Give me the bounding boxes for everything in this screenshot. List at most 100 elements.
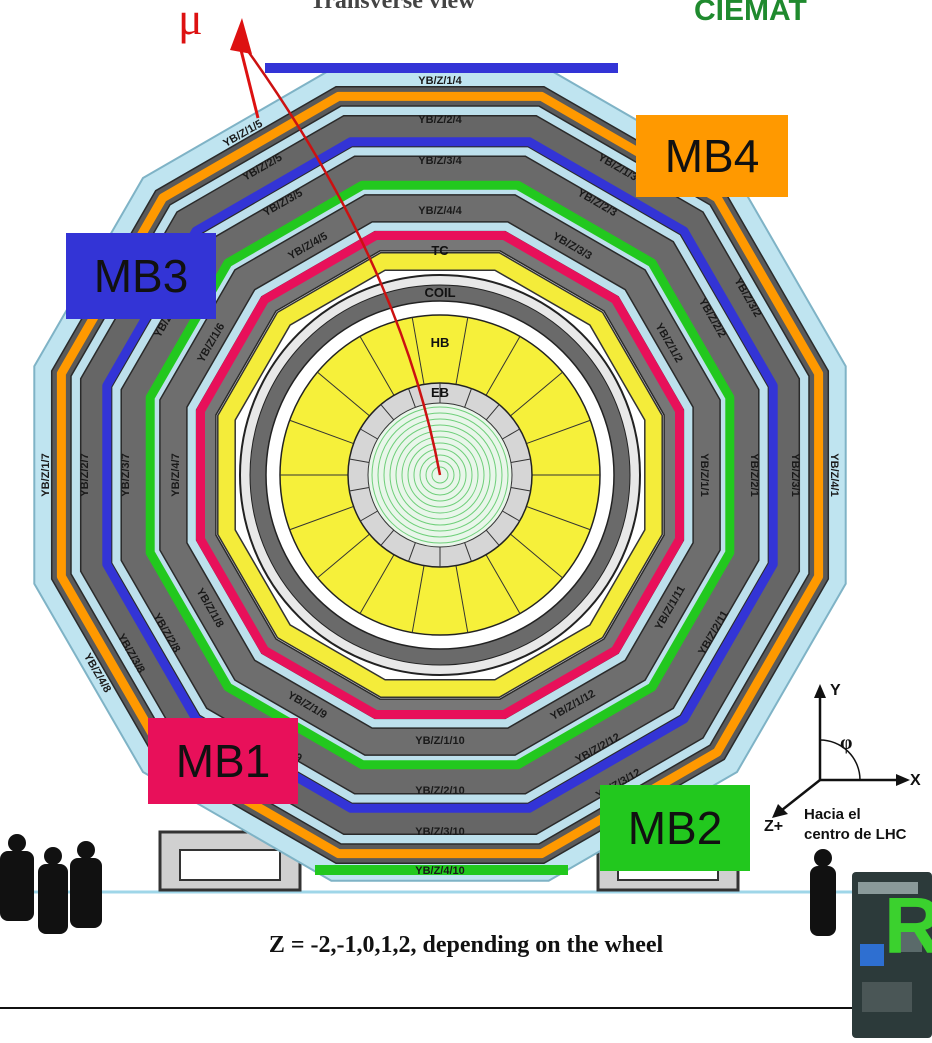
station-outline-mb1 [196, 231, 684, 719]
eb-wedge-line [502, 510, 520, 522]
station-label-mb2: MB2 [600, 785, 750, 871]
hb-wedge-line [455, 317, 469, 385]
eb-wedge-line [510, 487, 531, 492]
ring-label-left-3: YB/Z/1/7 [40, 453, 52, 496]
eb-wedge-line [464, 542, 472, 562]
axis-z-label: Z+ [764, 818, 784, 835]
eb-wedge-line [360, 428, 378, 440]
axis-x-label: X [910, 772, 921, 789]
hb-wedge-line [510, 371, 563, 417]
tracker-layer [401, 436, 479, 514]
lhc-direction-note: Hacia el centro de LHC [804, 805, 907, 845]
tracker-layer [395, 430, 485, 520]
muon-arrowhead [230, 18, 252, 54]
person-head [814, 849, 832, 867]
station-outline-mb2 [145, 180, 735, 770]
hb-wedge-line [411, 317, 425, 385]
axes-arrows [772, 684, 910, 818]
eb-wedge-line [408, 388, 416, 408]
tracker-layer [389, 424, 491, 526]
hb-wedge-line [485, 554, 521, 614]
ring-label-bottom-1: YB/Z/2/10 [415, 785, 465, 797]
person-head [44, 847, 62, 865]
eb-wedge-line [360, 510, 378, 522]
tracker-layer [377, 412, 503, 538]
station-label-mb3-text: MB3 [93, 250, 189, 302]
tracker-layer [383, 418, 497, 532]
person-body [38, 864, 68, 934]
hb-wedge-line [510, 533, 563, 579]
hb-wedge-line [317, 533, 370, 579]
eb-wedge-line [502, 428, 520, 440]
core-label-1: HB [431, 335, 450, 350]
hb-wedge-line [526, 505, 591, 531]
tracker-layer [425, 460, 455, 490]
ring-label-bottom-2: YB/Z/3/10 [415, 826, 465, 838]
tracker-layer [407, 442, 473, 508]
core-label-2: EB [431, 385, 449, 400]
ring-label-right-2: YB/Z/3/1 [789, 453, 801, 496]
tracker-layer [431, 466, 449, 484]
ring-label-top-1: YB/Z/3/4 [418, 155, 462, 167]
hb-wedge-line [455, 565, 469, 633]
eb-wedge-line [485, 529, 500, 546]
tracker-layer [413, 448, 467, 502]
hb-wedge-line [411, 565, 425, 633]
ring-label-top-2: YB/Z/2/4 [418, 114, 462, 126]
hb-wedge-line [289, 419, 354, 445]
station-outline-mb4 [56, 91, 824, 859]
corner-logo-letter: R [884, 881, 932, 970]
station-label-mb4-text: MB4 [664, 130, 760, 182]
coordinate-axes: Y X Z+ φ [760, 680, 932, 860]
hb-wedge-line [359, 336, 395, 396]
ring-label-top-3: YB/Z/1/4 [418, 75, 462, 87]
axis-phi-label: φ [840, 732, 853, 754]
muon-label: μ [178, 0, 203, 44]
ring-label-left-0: YB/Z/4/7 [170, 453, 182, 496]
ring-label-right-0: YB/Z/1/1 [698, 453, 710, 496]
ring-label-right-3: YB/Z/4/1 [828, 453, 840, 496]
ciemat-logo: CIEMAT [694, 0, 807, 27]
eb-wedge-line [349, 487, 370, 492]
tracker-layer [419, 454, 461, 496]
eb-wedge-line [380, 404, 395, 421]
person-body [0, 851, 34, 921]
wheel-caption: Z = -2,-1,0,1,2, depending on the wheel [268, 932, 664, 958]
ring-label-right-1: YB/Z/2/1 [748, 453, 760, 496]
hb-wedge-line [485, 336, 521, 396]
ring-label-bottom-3: YB/Z/4/10 [415, 865, 465, 877]
axis-y-label: Y [830, 682, 841, 699]
core-label-3: TC [431, 243, 449, 258]
person-head [8, 834, 26, 852]
support-foot-inner [179, 849, 281, 881]
eb-wedge-line [464, 388, 472, 408]
muon-track [238, 39, 442, 476]
eb-wedge-line [408, 542, 416, 562]
eb-wedge-line [510, 458, 531, 463]
station-label-mb2-text: MB2 [627, 802, 723, 854]
station-label-mb3: MB3 [66, 233, 216, 319]
diagram-title: Transverse view [310, 0, 476, 14]
muon-arrow-shaft [239, 49, 260, 119]
station-outline-mb3 [102, 137, 778, 813]
ring-label-top-0: YB/Z/4/4 [418, 205, 462, 217]
person-head [77, 841, 95, 859]
hb-wedge-line [359, 554, 395, 614]
person-body [70, 858, 102, 928]
station-label-mb4: MB4 [636, 115, 788, 197]
core-label-0: COIL [424, 285, 455, 300]
hb-wedge-line [526, 419, 591, 445]
person-body [810, 866, 836, 936]
station-label-mb1-text: MB1 [175, 735, 271, 787]
hb-wedge-line [317, 371, 370, 417]
tracker-layer [371, 406, 509, 544]
corner-board-image [852, 872, 932, 1038]
lhc-note-line1: Hacia el [804, 806, 861, 823]
ring-label-left-1: YB/Z/3/7 [120, 453, 132, 496]
ring-label-left-2: YB/Z/2/7 [79, 453, 91, 496]
circuit-board-graphic [852, 872, 932, 1038]
eb-wedge-line [485, 404, 500, 421]
hb-wedge-line [289, 505, 354, 531]
